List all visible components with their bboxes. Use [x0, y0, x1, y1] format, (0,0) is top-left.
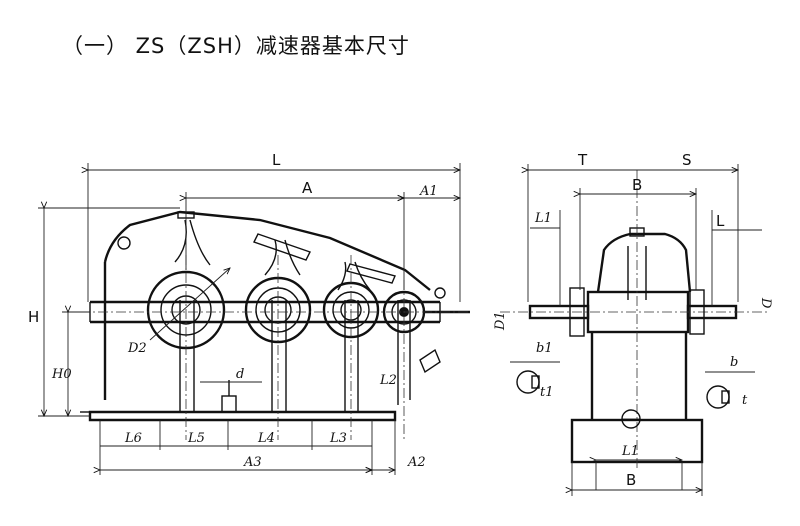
dim-L4: L4	[257, 431, 275, 446]
dim-b: b	[730, 355, 738, 370]
page-title: （一） ZS（ZSH）减速器基本尺寸	[62, 34, 410, 58]
dim-A3: A3	[243, 455, 262, 470]
side-housing-lower	[590, 332, 688, 420]
dim-A1: A1	[419, 184, 438, 199]
input-shaft	[528, 304, 590, 320]
dim-b1: b1	[536, 341, 553, 356]
dim-L3: L3	[329, 431, 347, 446]
dim-L-side: L	[716, 212, 725, 230]
dim-d: d	[236, 367, 244, 382]
dim-t: t	[742, 393, 748, 408]
dim-D1: D1	[493, 311, 508, 331]
dim-S: S	[682, 151, 692, 169]
oil-drain	[221, 395, 237, 413]
dim-L2: L2	[379, 373, 397, 388]
inspection-cover-2	[346, 263, 396, 284]
dim-L1-top: L1	[534, 211, 552, 226]
dim-A: A	[302, 179, 313, 197]
base-plate	[88, 410, 397, 422]
dim-L: L	[272, 151, 281, 169]
side-housing-top	[596, 232, 692, 293]
lifting-lug-right	[434, 287, 446, 299]
dim-L1-bottom: L1	[621, 444, 639, 459]
dim-t1: t1	[540, 385, 554, 400]
housing-top-outline	[103, 210, 431, 291]
dim-T: T	[577, 151, 588, 169]
dim-H0: H0	[51, 367, 72, 382]
dim-L6: L6	[124, 431, 142, 446]
dim-D: D	[758, 297, 773, 309]
dim-B-bottom: B	[626, 471, 636, 489]
front-view: L A A1 H H0 D2 d L2	[28, 151, 470, 475]
keyway-section-left	[516, 370, 540, 394]
keyway-section-right	[706, 385, 730, 409]
inspection-cover-1	[253, 233, 311, 261]
dim-L5: L5	[187, 431, 205, 446]
dim-D2: D2	[127, 341, 147, 356]
dim-A2: A2	[407, 455, 426, 470]
dim-B-top: B	[632, 176, 642, 194]
lifting-lug-left	[117, 236, 131, 250]
dim-H: H	[28, 308, 39, 326]
side-view: T S B L1 L D1 D b1 t1	[493, 151, 773, 496]
oil-gauge	[419, 348, 441, 374]
